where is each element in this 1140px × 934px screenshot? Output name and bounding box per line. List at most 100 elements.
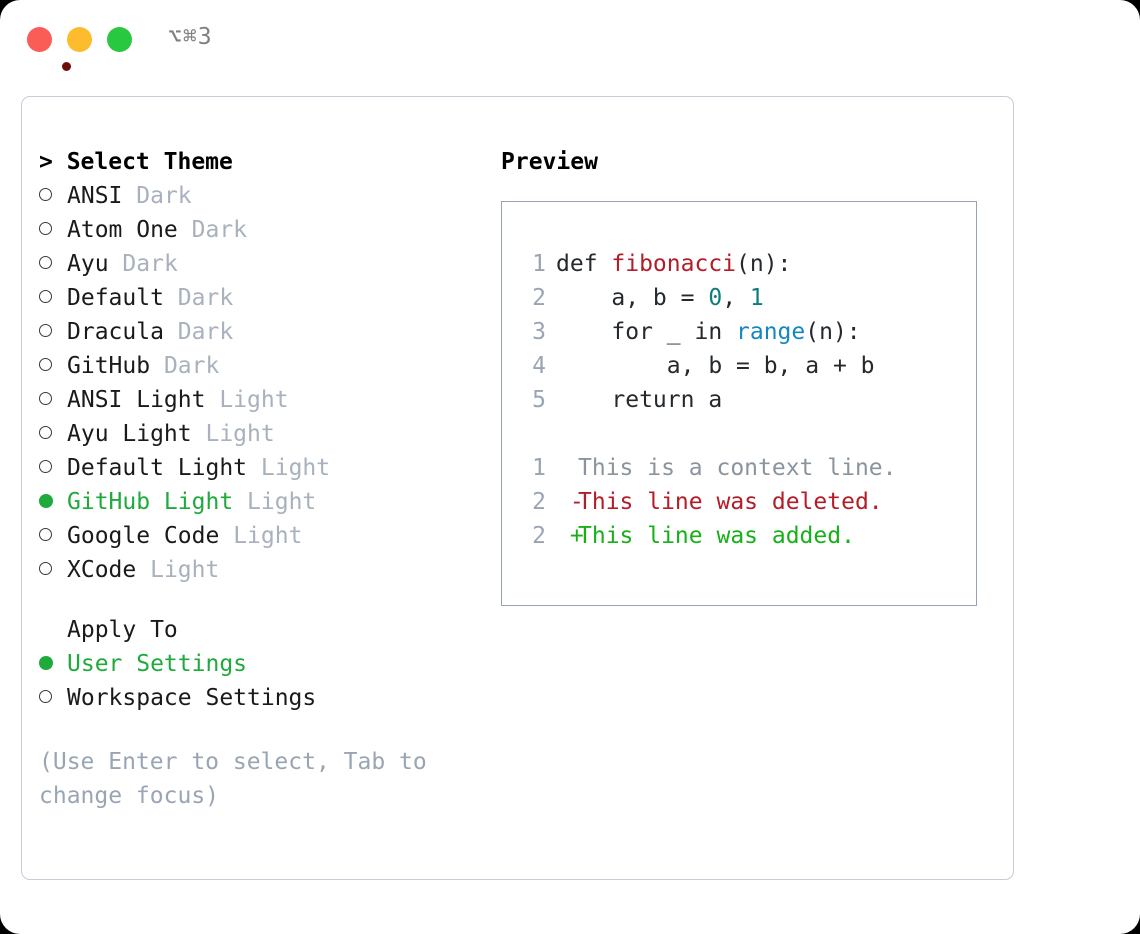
line-number: 5: [532, 387, 546, 413]
code-token: a, b =: [556, 285, 709, 311]
theme-list-item[interactable]: Atom One Dark: [39, 213, 479, 247]
theme-list-item[interactable]: ANSI Light Light: [39, 383, 479, 417]
select-theme-header: > Select Theme: [39, 149, 233, 175]
diff-sign: [556, 451, 578, 485]
radio-unselected-icon: [39, 562, 52, 575]
theme-name-label: Dracula: [67, 319, 164, 345]
close-window-button[interactable]: [27, 27, 71, 71]
theme-name-label: Ayu: [67, 251, 109, 277]
code-line: 5 return a: [524, 383, 897, 417]
keyboard-hint-text: (Use Enter to select, Tab to change focu…: [39, 749, 427, 809]
line-number: 2: [532, 285, 546, 311]
diff-line: 1 This is a context line.: [524, 451, 896, 485]
theme-name-label: Ayu Light: [67, 421, 192, 447]
preview-title: Preview: [501, 149, 598, 175]
code-diff-separator: [524, 417, 897, 451]
theme-category-label: Light: [247, 489, 317, 515]
apply-to-option[interactable]: Workspace Settings: [39, 681, 479, 715]
theme-category-label: Dark: [177, 319, 234, 345]
apply-to-option-label: Workspace Settings: [67, 685, 317, 711]
theme-name-label: ANSI: [67, 183, 123, 209]
theme-name-label: ANSI Light: [67, 387, 206, 413]
theme-category-label: Dark: [177, 285, 234, 311]
theme-name-label: Atom One: [67, 217, 178, 243]
code-token: fibonacci: [611, 251, 737, 277]
theme-list-item[interactable]: Default Light Light: [39, 451, 479, 485]
line-number: 1: [532, 455, 546, 481]
diff-sign: -: [556, 489, 598, 515]
apply-to-option[interactable]: User Settings: [39, 647, 479, 681]
code-token: 1: [749, 285, 764, 311]
radio-unselected-icon: [39, 392, 52, 405]
theme-list-item[interactable]: Dracula Dark: [39, 315, 479, 349]
theme-category-label: Dark: [122, 251, 178, 277]
line-number: 2: [532, 489, 546, 515]
radio-unselected-icon: [39, 358, 52, 371]
keyboard-shortcut-label: ⌥⌘3: [168, 24, 213, 50]
code-token: 0: [708, 285, 723, 311]
radio-unselected-icon: [39, 324, 52, 337]
line-number: 1: [532, 251, 546, 277]
apply-to-header: Apply To: [67, 617, 178, 643]
line-number: 3: [532, 319, 546, 345]
theme-list-item[interactable]: ANSI Dark: [39, 179, 479, 213]
diff-text: This line was added.: [578, 523, 855, 549]
theme-category-label: Light: [150, 557, 220, 583]
theme-category-label: Light: [219, 387, 289, 413]
theme-name-label: Default Light: [67, 455, 248, 481]
radio-unselected-icon: [39, 188, 52, 201]
radio-unselected-icon: [39, 460, 52, 473]
theme-list-item[interactable]: Default Dark: [39, 281, 479, 315]
maximize-window-button[interactable]: [107, 27, 132, 52]
theme-category-label: Dark: [136, 183, 192, 209]
diff-text: This line was deleted.: [578, 489, 883, 515]
theme-name-label: Default: [67, 285, 164, 311]
radio-unselected-icon: [39, 222, 52, 235]
theme-list-item[interactable]: Ayu Dark: [39, 247, 479, 281]
code-token: def: [556, 251, 612, 277]
code-line: 4 a, b = b, a + b: [524, 349, 897, 383]
code-line: 2 a, b = 0, 1: [524, 281, 897, 315]
theme-list-item[interactable]: GitHub Light Light: [39, 485, 479, 519]
radio-unselected-icon: [39, 528, 52, 541]
code-token: a, b = b, a + b: [556, 353, 875, 379]
code-token: for _ in: [556, 319, 737, 345]
diff-line: 2 + This line was added.: [524, 519, 897, 553]
theme-name-label: Google Code: [67, 523, 220, 549]
radio-selected-icon: [39, 655, 53, 670]
theme-list-item[interactable]: Google Code Light: [39, 519, 479, 553]
radio-unselected-icon: [39, 426, 52, 439]
theme-list-item[interactable]: XCode Light: [39, 553, 479, 587]
theme-list-item[interactable]: Ayu Light Light: [39, 417, 479, 451]
radio-selected-icon: [39, 493, 53, 508]
code-token: range: [736, 319, 806, 345]
theme-category-label: Dark: [191, 217, 248, 243]
theme-list-item[interactable]: GitHub Dark: [39, 349, 479, 383]
code-line: 3 for _ in range(n):: [524, 315, 897, 349]
code-token: ,: [722, 285, 750, 311]
theme-category-label: Light: [260, 455, 331, 481]
minimize-window-button[interactable]: [67, 27, 92, 52]
diff-sign: +: [556, 523, 598, 549]
diff-line: 2 - This line was deleted.: [524, 485, 897, 519]
line-number: 4: [532, 353, 546, 379]
theme-category-label: Dark: [163, 353, 220, 379]
close-icon: [62, 62, 71, 71]
radio-unselected-icon: [39, 290, 52, 303]
radio-unselected-icon: [39, 690, 52, 703]
code-token: return a: [556, 387, 723, 413]
radio-unselected-icon: [39, 256, 52, 269]
apply-to-option-label: User Settings: [67, 651, 248, 677]
theme-name-label: XCode: [67, 557, 137, 583]
theme-category-label: Light: [205, 421, 275, 447]
theme-name-label: GitHub: [67, 353, 151, 379]
theme-category-label: Light: [233, 523, 303, 549]
